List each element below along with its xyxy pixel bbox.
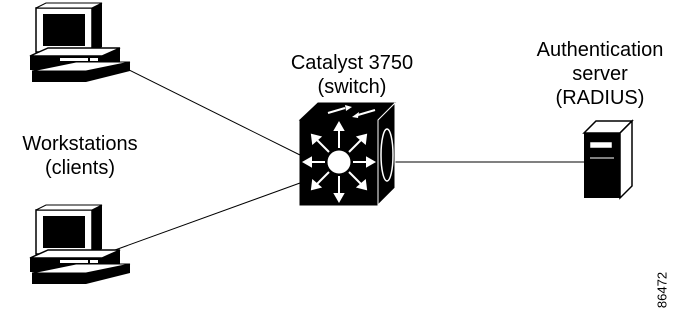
figure-id: 86472 <box>652 265 672 315</box>
server-label-line-3: (RADIUS) <box>555 87 645 109</box>
clients-label-line-2: (clients) <box>44 157 115 179</box>
figure-id-text: 86472 <box>654 271 670 309</box>
server-label: Authentication server (RADIUS) <box>515 38 681 110</box>
switch-icon <box>298 101 397 207</box>
switch-label-line-2: (switch) <box>317 76 387 98</box>
server-label-line-2: server <box>572 63 628 85</box>
link-workstation-bottom-to-switch <box>114 182 301 251</box>
server-icon <box>582 119 634 200</box>
server-label-line-1: Authentication <box>536 39 664 61</box>
clients-label-line-1: Workstations <box>22 133 138 155</box>
clients-label: Workstations (clients) <box>0 132 160 180</box>
switch-label-line-1: Catalyst 3750 <box>290 52 414 74</box>
link-workstation-top-to-switch <box>114 62 301 156</box>
workstation-bottom-icon <box>29 204 131 284</box>
switch-label: Catalyst 3750 (switch) <box>262 51 442 99</box>
workstation-top-icon <box>29 2 131 82</box>
